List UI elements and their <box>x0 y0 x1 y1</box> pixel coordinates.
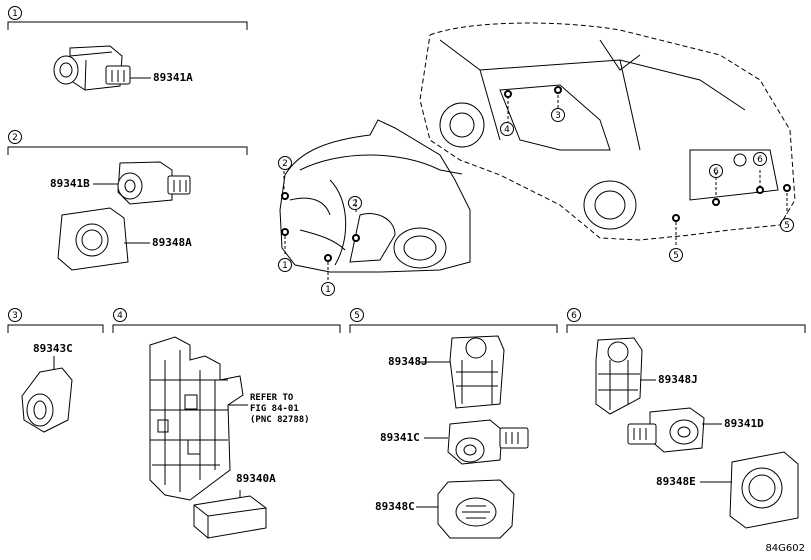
part-label-89341d: 89341D <box>724 417 764 430</box>
section-1-bracket <box>7 21 248 30</box>
part-label-89348e: 89348E <box>656 475 696 488</box>
section-6-number: 6 <box>567 308 581 322</box>
sensor-locations <box>281 86 791 262</box>
reference-note-line-2: FIG 84-01 <box>250 404 299 414</box>
reference-note-line-3: (PNC 82788) <box>250 415 310 425</box>
sensor-89343c <box>21 356 73 433</box>
callout-rear-6a: 6 <box>709 164 723 178</box>
section-4-number: 4 <box>113 308 127 322</box>
part-label-89343c: 89343C <box>33 342 73 355</box>
part-label-89348a: 89348A <box>152 236 192 249</box>
front-vehicle-view <box>279 119 471 280</box>
diagram-code: 84G602 <box>765 543 805 554</box>
ultrasonic-sensor-89341d <box>627 407 722 453</box>
bracket-assembly-89340a <box>149 336 248 501</box>
part-label-89341b: 89341B <box>50 177 90 190</box>
callout-rear-5b: 5 <box>669 248 683 262</box>
callout-front-1a: 1 <box>278 258 292 272</box>
section-3-bracket <box>7 324 104 333</box>
part-label-89348j-6: 89348J <box>658 373 698 386</box>
rear-vehicle-view <box>419 22 796 246</box>
reference-note-line-1: REFER TO <box>250 393 294 403</box>
section-6-bracket <box>566 324 806 333</box>
section-2-number: 2 <box>8 130 22 144</box>
sensor-bezel-89348c <box>416 479 515 539</box>
callout-front-1b: 1 <box>321 282 335 296</box>
part-label-89340a: 89340A <box>236 472 276 485</box>
ultrasonic-sensor-89341c <box>424 419 529 465</box>
ultrasonic-sensor-89341b <box>93 161 191 205</box>
section-4-bracket <box>112 324 341 333</box>
sensor-bezel-89348e <box>700 451 799 529</box>
section-2-bracket <box>7 146 248 155</box>
control-module-89340a <box>193 490 267 539</box>
ultrasonic-sensor-89341a <box>53 45 151 91</box>
callout-rear-5a: 5 <box>780 218 794 232</box>
section-3-number: 3 <box>8 308 22 322</box>
section-5-bracket <box>349 324 558 333</box>
part-label-89341a: 89341A <box>153 71 193 84</box>
callout-rear-6b: 6 <box>753 152 767 166</box>
part-label-89341c: 89341C <box>380 431 420 444</box>
sensor-bezel-89348a <box>57 207 150 271</box>
callout-front-2: 2 <box>278 156 292 170</box>
callout-interior-3: 3 <box>551 108 565 122</box>
part-label-89348c: 89348C <box>375 500 415 513</box>
callout-interior-4: 4 <box>500 122 514 136</box>
sensor-bezel-89348j-rear <box>418 335 505 409</box>
section-1-number: 1 <box>8 6 22 20</box>
section-5-number: 5 <box>350 308 364 322</box>
callout-front-center-2: 2 <box>348 196 362 210</box>
part-label-89348j-5: 89348J <box>388 355 428 368</box>
sensor-bezel-89348j-side <box>595 337 656 415</box>
